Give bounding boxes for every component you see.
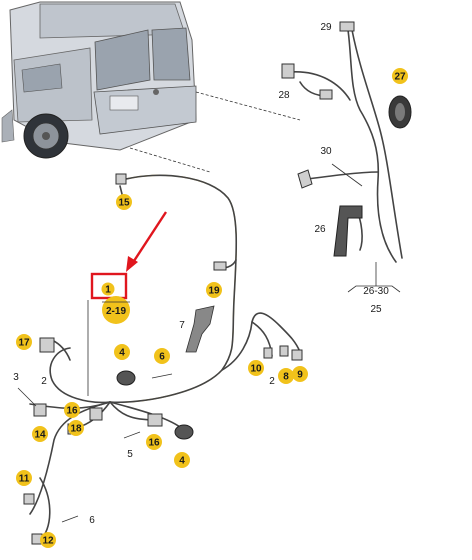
callout-2-left[interactable]: 2 xyxy=(41,376,47,387)
svg-text:9: 9 xyxy=(297,370,303,381)
grommet-4a xyxy=(116,370,136,386)
svg-text:16: 16 xyxy=(66,406,78,417)
connector-19 xyxy=(213,261,227,271)
svg-text:16: 16 xyxy=(148,438,160,449)
callout-28[interactable]: 28 xyxy=(278,90,290,101)
svg-text:28: 28 xyxy=(278,90,290,101)
callout-4-upper[interactable]: 4 xyxy=(114,344,130,360)
callout-5[interactable]: 5 xyxy=(127,449,133,460)
callout-8[interactable]: 8 xyxy=(278,368,294,384)
connector-16b xyxy=(147,413,163,427)
svg-text:1: 1 xyxy=(105,285,111,296)
callout-6-upper[interactable]: 6 xyxy=(154,348,170,364)
reference-line xyxy=(195,91,301,121)
svg-text:18: 18 xyxy=(70,424,82,435)
svg-text:14: 14 xyxy=(34,430,46,441)
svg-text:17: 17 xyxy=(18,338,30,349)
grommet-4b xyxy=(174,424,194,440)
callout-9[interactable]: 9 xyxy=(292,366,308,382)
callout-6-lower[interactable]: 6 xyxy=(89,515,95,526)
callout-11[interactable]: 11 xyxy=(16,470,32,486)
svg-text:29: 29 xyxy=(320,22,332,33)
connector-11 xyxy=(23,493,35,505)
callout-26[interactable]: 26 xyxy=(314,224,326,235)
svg-text:8: 8 xyxy=(283,372,289,383)
bracket-7 xyxy=(185,305,215,353)
callout-16-right[interactable]: 16 xyxy=(146,434,162,450)
svg-text:26: 26 xyxy=(314,224,326,235)
svg-text:12: 12 xyxy=(42,536,54,547)
callout-2-right[interactable]: 2 xyxy=(269,376,275,387)
clip-6a xyxy=(151,373,173,379)
callout-27[interactable]: 27 xyxy=(392,68,408,84)
callout-2-19[interactable]: 2-19 xyxy=(102,296,130,324)
svg-text:3: 3 xyxy=(13,372,19,383)
callout-19[interactable]: 19 xyxy=(206,282,222,298)
svg-text:2: 2 xyxy=(41,376,47,387)
arrow-head xyxy=(126,256,138,272)
callout-1[interactable]: 1 xyxy=(101,282,115,296)
svg-text:4: 4 xyxy=(119,348,125,359)
vehicle-illustration xyxy=(1,1,197,159)
svg-text:6: 6 xyxy=(89,515,95,526)
svg-text:27: 27 xyxy=(394,72,406,83)
svg-text:15: 15 xyxy=(118,198,130,209)
connector-16 xyxy=(89,407,103,421)
callout-17[interactable]: 17 xyxy=(16,334,32,350)
sub-harness-assembly xyxy=(281,21,412,263)
svg-text:4: 4 xyxy=(179,456,185,467)
callout-26-30[interactable]: 26-30 xyxy=(363,286,389,297)
connector-29 xyxy=(339,21,355,32)
svg-text:2-19: 2-19 xyxy=(106,306,126,317)
svg-text:5: 5 xyxy=(127,449,133,460)
callout-16-left[interactable]: 16 xyxy=(64,402,80,418)
reference-line xyxy=(129,147,211,173)
svg-text:19: 19 xyxy=(208,286,220,297)
svg-text:6: 6 xyxy=(159,352,165,363)
svg-text:30: 30 xyxy=(320,146,332,157)
callout-30[interactable]: 30 xyxy=(320,146,332,157)
rod-3 xyxy=(17,387,37,407)
callout-14[interactable]: 14 xyxy=(32,426,48,442)
callout-7[interactable]: 7 xyxy=(179,320,185,331)
svg-text:26-30: 26-30 xyxy=(363,286,389,297)
callout-18[interactable]: 18 xyxy=(68,420,84,436)
callout-4-lower[interactable]: 4 xyxy=(174,452,190,468)
svg-text:11: 11 xyxy=(19,474,30,485)
svg-text:7: 7 xyxy=(179,320,185,331)
clip-30 xyxy=(297,169,313,189)
callout-25[interactable]: 25 xyxy=(370,304,382,315)
svg-text:2: 2 xyxy=(269,376,275,387)
callout-10[interactable]: 10 xyxy=(248,360,264,376)
connector-17 xyxy=(39,337,55,353)
callout-29[interactable]: 29 xyxy=(320,22,332,33)
svg-text:10: 10 xyxy=(250,364,262,375)
highlight-arrow xyxy=(130,211,168,265)
connector-15 xyxy=(115,173,127,185)
clip-6b xyxy=(61,515,79,523)
callout-3[interactable]: 3 xyxy=(13,372,19,383)
connector-28 xyxy=(281,63,295,79)
callout-12[interactable]: 12 xyxy=(40,532,56,548)
clip-5 xyxy=(123,431,141,439)
svg-text:25: 25 xyxy=(370,304,382,315)
bracket-26 xyxy=(333,205,363,257)
callout-15[interactable]: 15 xyxy=(116,194,132,210)
